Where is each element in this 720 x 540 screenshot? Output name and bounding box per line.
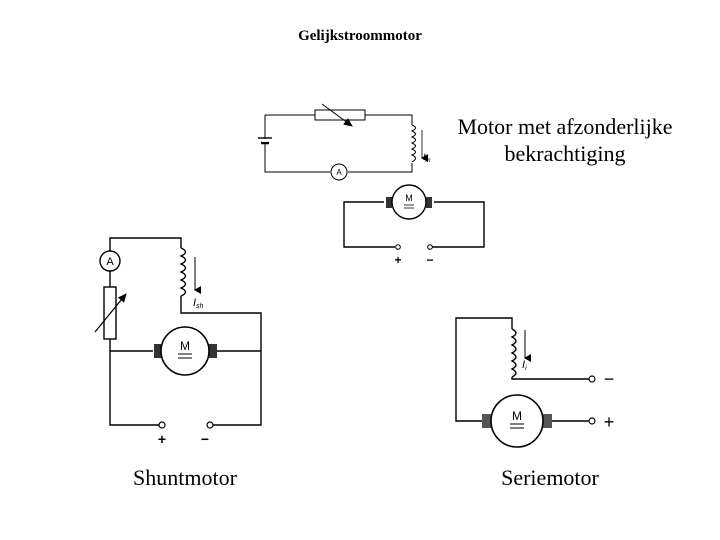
page-title: Gelijkstroommotor — [298, 28, 422, 44]
armature-circuit: M + − — [343, 184, 485, 267]
variable-resistor-icon — [314, 103, 366, 127]
plus-sign: + — [604, 412, 615, 432]
series-motor-diagram: Ii M − + — [455, 317, 615, 448]
terminal-minus — [427, 244, 433, 250]
minus-sign: − — [426, 253, 433, 267]
minus-sign: − — [604, 369, 615, 389]
terminal-minus — [206, 421, 214, 429]
motor-label: M — [405, 193, 413, 203]
separate-excitation-label-line-2: bekrachtiging — [504, 141, 626, 166]
minus-sign: − — [201, 431, 209, 447]
motor-label: M — [512, 409, 522, 423]
field-coil-icon — [179, 247, 187, 297]
plus-sign: + — [394, 253, 401, 267]
field-circuit: Im A — [258, 103, 431, 181]
variable-resistor-icon — [94, 286, 127, 340]
ammeter-label: A — [106, 256, 114, 268]
terminal-plus — [158, 421, 166, 429]
motor-icon: M — [490, 394, 544, 448]
ammeter-label: A — [336, 168, 342, 177]
separate-excitation-label: Motor met afzonderlijke bekrachtiging — [440, 113, 690, 167]
separate-excitation-label-line-1: Motor met afzonderlijke — [457, 114, 673, 139]
ammeter-icon: A — [330, 163, 348, 181]
current-label: Im — [423, 152, 431, 164]
ammeter-icon: A — [99, 250, 121, 272]
shunt-motor-diagram: A Ish M + − — [94, 237, 262, 447]
series-motor-label: Seriemotor — [501, 465, 599, 490]
motor-label: M — [180, 339, 190, 353]
terminal-minus — [588, 375, 596, 383]
series-coil-icon — [510, 328, 517, 378]
motor-icon: M — [391, 184, 427, 220]
separate-excitation-diagram: Im A M + − — [258, 103, 485, 267]
motor-icon: M — [160, 326, 210, 376]
field-coil-icon — [410, 124, 416, 163]
terminal-plus — [588, 417, 596, 425]
terminal-plus — [395, 244, 401, 250]
shunt-motor-label: Shuntmotor — [133, 465, 237, 490]
current-label: Ish — [193, 297, 204, 310]
current-label: Ii — [522, 359, 527, 372]
plus-sign: + — [158, 431, 166, 447]
battery-icon — [258, 137, 272, 145]
